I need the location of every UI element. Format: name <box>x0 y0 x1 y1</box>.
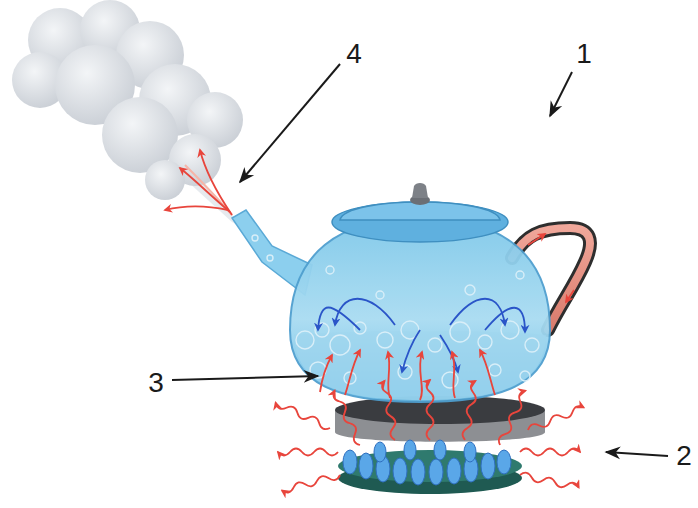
convection-arrows <box>318 299 525 400</box>
kettle-body <box>290 183 550 402</box>
steam-cloud <box>12 0 248 232</box>
leader-lines <box>172 64 668 456</box>
callout-number: 1 <box>576 40 592 68</box>
callout-number: 4 <box>346 40 362 68</box>
bubbles <box>252 235 539 388</box>
callout-number: 2 <box>676 442 692 470</box>
heat-waves <box>274 380 585 494</box>
callout-number: 3 <box>148 369 164 397</box>
gas-burner <box>338 440 522 494</box>
burner-grate <box>335 396 545 442</box>
